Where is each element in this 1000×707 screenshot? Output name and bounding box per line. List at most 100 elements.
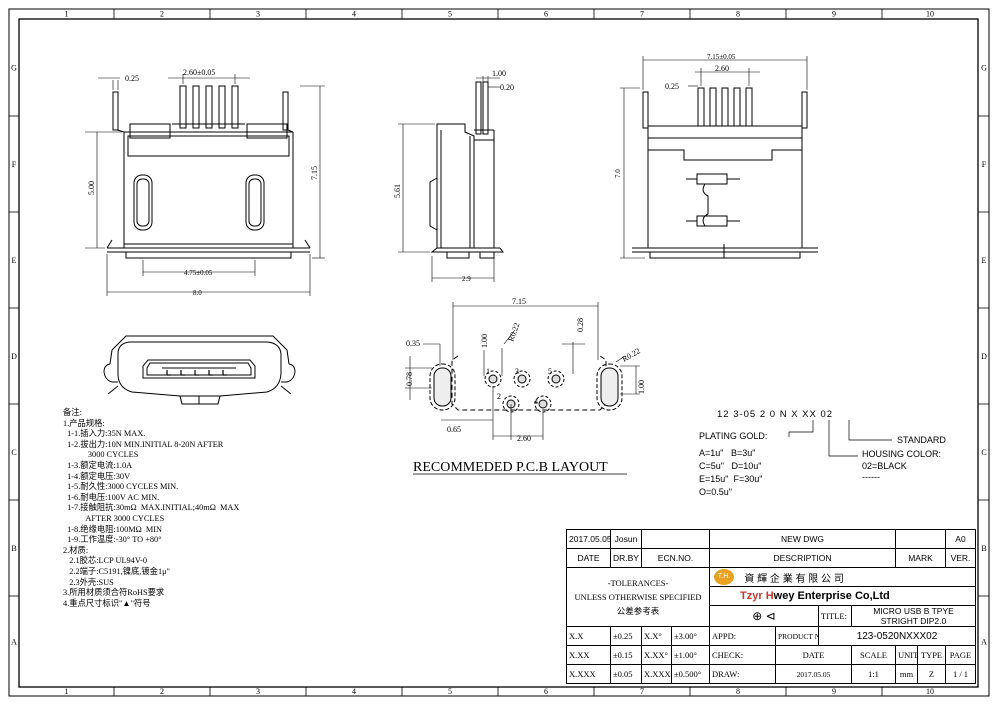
tol-xxx-val: ±0.05: [610, 664, 642, 684]
standard-label: STANDARD: [897, 435, 946, 445]
grid-row-label: G: [981, 64, 987, 73]
tb-foot-unit: mm: [895, 664, 918, 684]
housing-value: 02=BLACK: [862, 461, 907, 471]
tb-company-en: Tzyr Hwey Enterprise Co,Ltd: [709, 586, 976, 606]
grid-col-label: 9: [832, 10, 836, 19]
tol-subtitle: UNLESS OTHERWISE SPECIFIED: [574, 592, 702, 602]
tb-h-page: PAGE: [945, 645, 976, 665]
tb-company: T.H. 資 輝 企 業 有 限 公 司: [709, 567, 976, 587]
grid-col-label: 6: [544, 10, 548, 19]
tb-product-no-label: PRODUCT NO:: [775, 626, 819, 646]
dim-total-h: 7.15: [310, 166, 319, 180]
dim-0-28-pcb: 0.28: [576, 318, 585, 332]
plating-label: PLATING GOLD:: [699, 431, 768, 441]
pin-3: 3: [515, 367, 519, 376]
tb-title-label: TITLE:: [818, 605, 852, 627]
note-line: 2.2端子:C5191,镍底,镀金1μ": [63, 566, 170, 576]
grid-row-label: F: [982, 160, 987, 169]
grid-col-label: 3: [256, 687, 260, 696]
note-line: 1-7.接触阻抗:30mΩ MAX.INITIAL;40mΩ MAX: [63, 503, 240, 513]
grid-col-label: 2: [160, 10, 164, 19]
tb-h-desc: DESCRIPTION: [709, 548, 896, 568]
tb-date: 2017.05.05: [566, 529, 611, 549]
pcb-layout: [405, 302, 640, 440]
inner-border: [18, 18, 979, 688]
pin-1: 1: [486, 367, 490, 376]
tb-h-date: DATE: [566, 548, 611, 568]
note-line: 1.产品规格:: [63, 418, 105, 428]
tb-foot-date: 2017.05.05: [775, 664, 852, 684]
plating-option-2: C=5u" D=10u": [699, 461, 762, 471]
top-view: [85, 74, 325, 296]
grid-row-label: D: [11, 352, 17, 361]
note-line: 3000 CYCLES: [63, 450, 139, 460]
side-view-dims: 1.00 0.20 5.61 2.9: [393, 69, 514, 283]
grid-col-label: 7: [640, 10, 644, 19]
company-en-2: wey Enterprise Co,Ltd: [773, 590, 890, 602]
tb-foot-type: Z: [917, 664, 946, 684]
dim-7-15-pcb: 7.15: [512, 297, 526, 306]
tol-xxa: X.XX°: [641, 645, 672, 665]
grid-col-label: 3: [256, 10, 260, 19]
right-view-dims: 7.15±0.05 2.60 0.25 7.0: [614, 53, 736, 178]
tb-foot-scale: 1:1: [851, 664, 896, 684]
grid-col-label: 7: [640, 687, 644, 696]
dim-r022-b: R0.22: [621, 346, 642, 363]
front-view: [103, 335, 296, 405]
tol-xxa-val: ±1.00°: [671, 645, 710, 665]
tb-product-no: 123-0520NXXX02: [818, 626, 976, 646]
grid-col-label: 8: [736, 687, 740, 696]
tb-version: A0: [945, 529, 976, 549]
pin-4: 4: [534, 397, 538, 406]
title-line-2: STRIGHT DIP2.0: [880, 616, 947, 626]
grid-col-label: 4: [352, 10, 356, 19]
grid-col-label: 10: [926, 10, 934, 19]
top-view-dims: 2.60±0.05 0.25 5.00 7.15 4.75±0.05 8.0: [87, 68, 319, 297]
projection-symbol: ⊕ ⊲: [709, 605, 819, 627]
tb-h-ecn: ECN.NO.: [641, 548, 710, 568]
outer-border: [8, 8, 990, 697]
note-line: 1-8.绝缘电阻:100MΩ MIN: [63, 524, 163, 534]
grid-col-label: 1: [65, 687, 69, 696]
tol-title: -TOLERANCES-: [607, 578, 669, 588]
grid-row-label: D: [981, 352, 987, 361]
note-line: 1-9.工作温度:-30° TO +80°: [63, 535, 162, 545]
grid-row-label: E: [12, 256, 17, 265]
tb-h-scale: SCALE: [851, 645, 896, 665]
dim-1-00b-pcb: 1.00: [637, 380, 646, 394]
dim-2-60-pcb: 2.60: [517, 434, 531, 443]
plating-option-4: O=0.5u": [699, 487, 732, 497]
company-en-1: Tzyr: [740, 590, 766, 602]
dim-1-00-pcb: 1.00: [480, 334, 489, 348]
dim-7-15-right: 7.15±0.05: [707, 53, 736, 61]
dim-0-78-pcb: 0.78: [405, 372, 414, 386]
tb-check: CHECK:: [709, 645, 776, 665]
side-view: [398, 76, 504, 282]
grid-row-label: B: [981, 544, 986, 553]
tol-xxxa-val: ±0.500°: [671, 664, 710, 684]
grid-col-label: 9: [832, 687, 836, 696]
tb-foot-page: 1 / 1: [945, 664, 976, 684]
grid-col-label: 5: [448, 10, 452, 19]
tol-x-val: ±0.25: [610, 626, 642, 646]
dim-5-61: 5.61: [393, 184, 402, 198]
note-line: 2.1胶芯:LCP UL94V-0: [63, 556, 147, 566]
tb-draw: DRAW:: [709, 664, 776, 684]
dim-7-0-right: 7.0: [614, 169, 622, 178]
tol-xa: X.X°: [641, 626, 672, 646]
note-line: 1-5.耐久性:3000 CYCLES MIN.: [63, 482, 179, 492]
tb-h-mark: MARK: [895, 548, 946, 568]
grid-row-label: F: [12, 160, 17, 169]
dim-0-20: 0.20: [500, 83, 514, 92]
dim-0-65-pcb: 0.65: [447, 425, 461, 434]
dim-2-60-right: 2.60: [715, 64, 729, 73]
tol-table-label: 公差参考表: [616, 606, 660, 616]
company-en-h: H: [765, 590, 774, 602]
grid-col-label: 5: [448, 687, 452, 696]
note-line: 1-6.耐电压:100V AC MIN.: [63, 492, 160, 502]
part-code-leaders: [788, 420, 892, 457]
grid-row-label: E: [982, 256, 987, 265]
tb-drawn-by: Josun: [610, 529, 642, 549]
